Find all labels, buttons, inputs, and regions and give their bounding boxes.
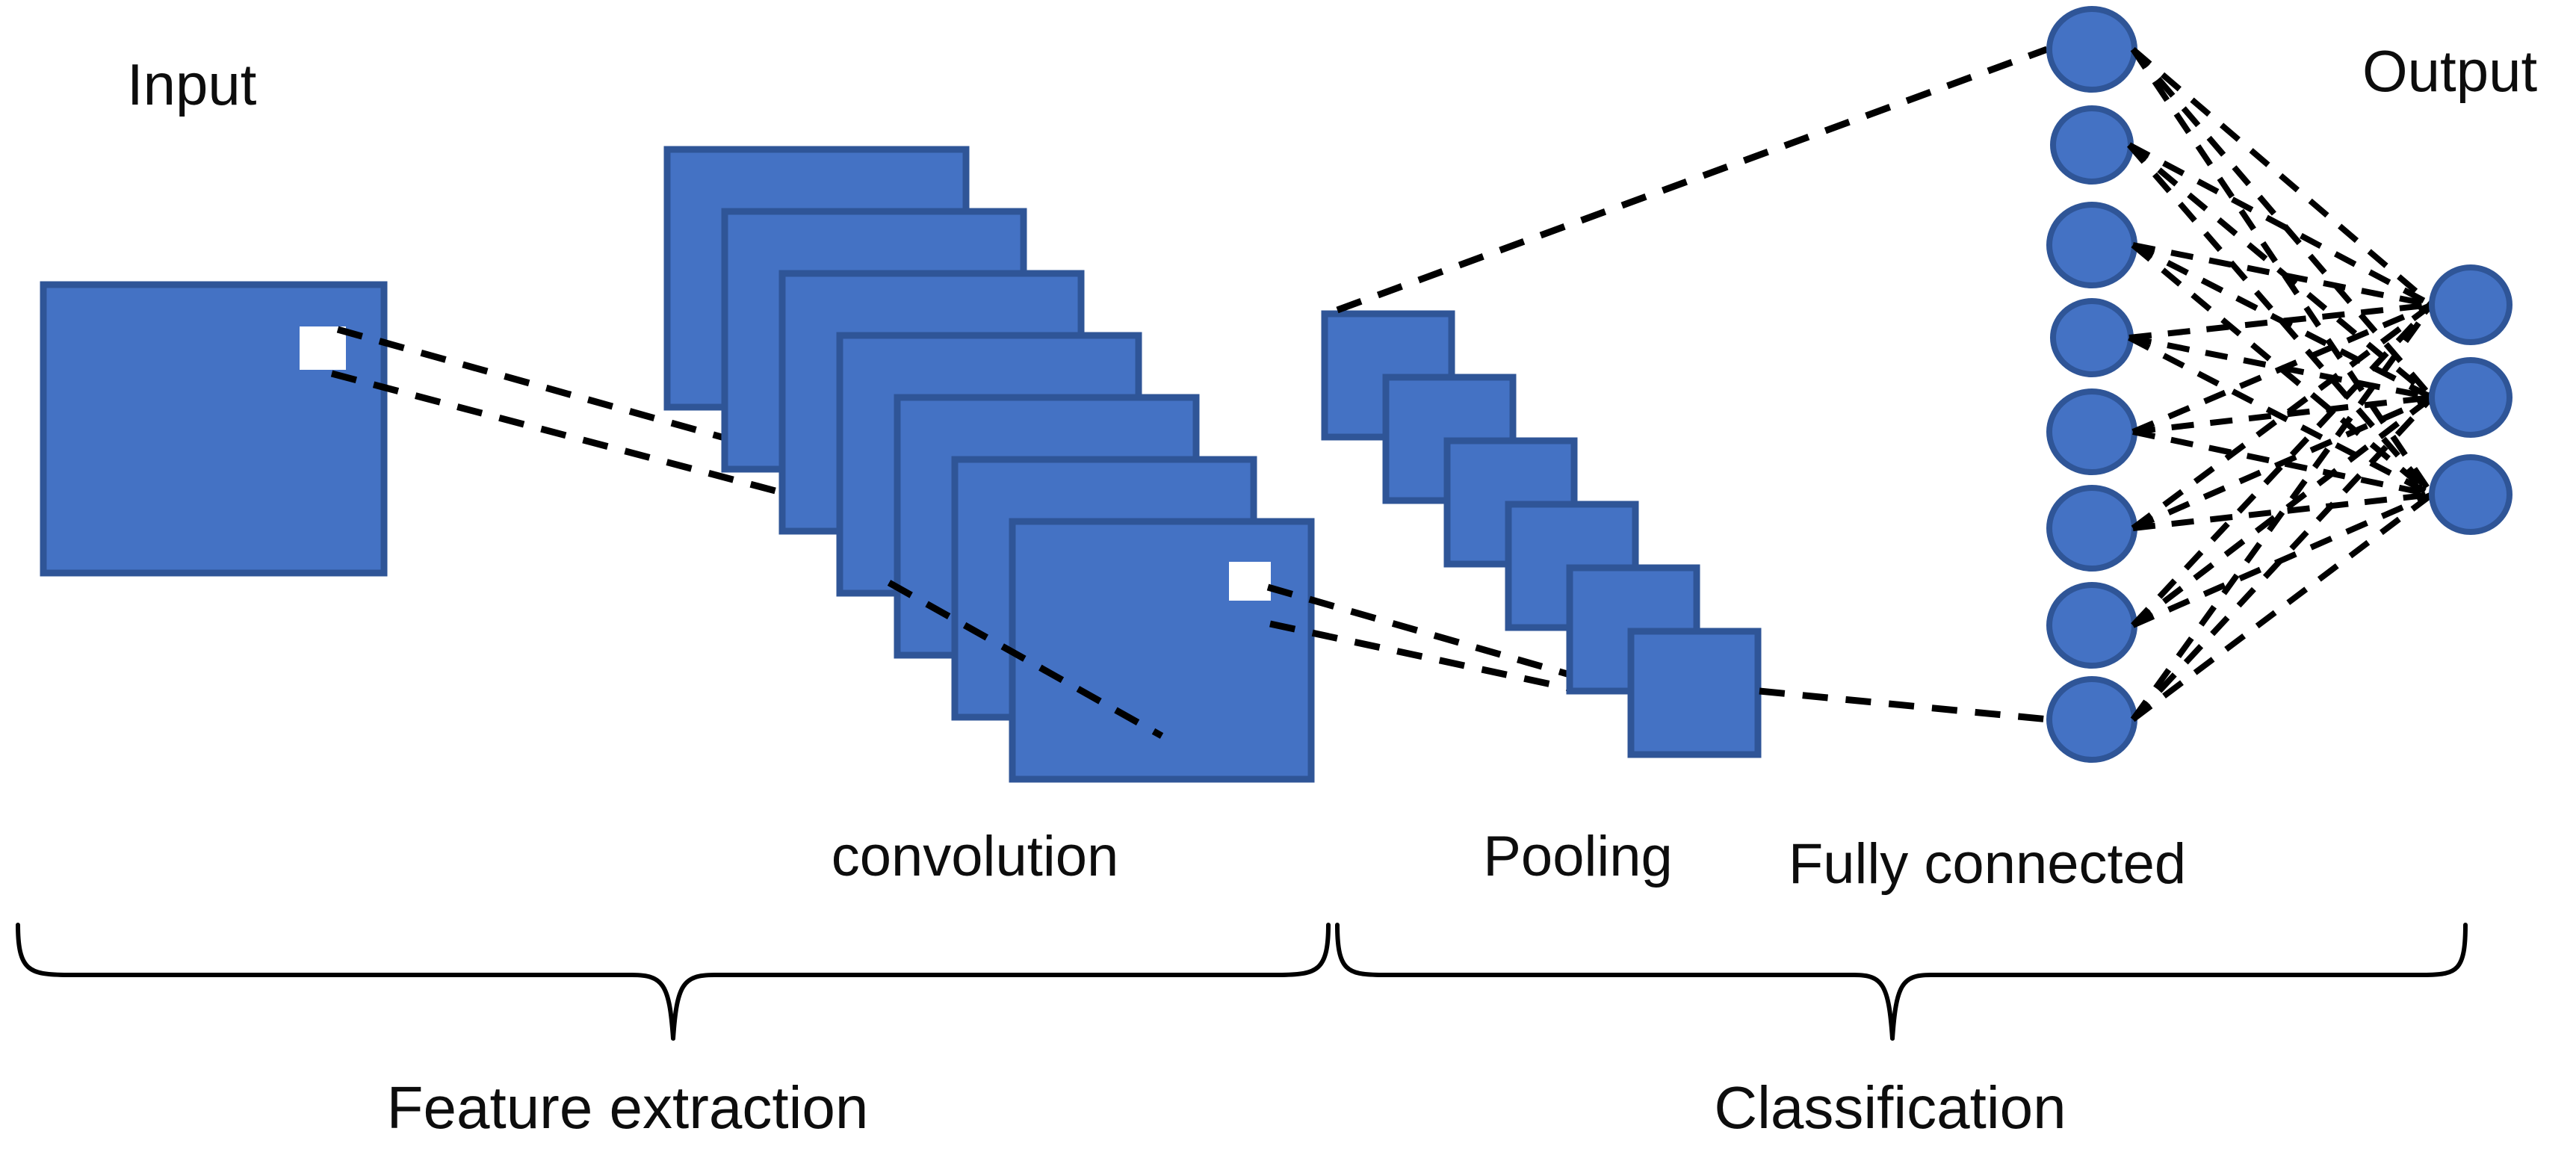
convolution-feature-map-7 (1009, 518, 1315, 783)
output-node-1 (2429, 264, 2512, 345)
connector-group-pooling-to-fully-connected (1336, 46, 2049, 723)
fully-connected-node-1 (2046, 6, 2137, 93)
connector-fc5-out1 (2131, 302, 2433, 435)
layer-input (40, 281, 388, 577)
connector-convolution-to-pooling-upper (1266, 583, 1576, 680)
connector-group-convolution-to-pooling (1266, 583, 1583, 695)
label-feature-extraction: Feature extraction (387, 1074, 869, 1141)
brace-classification (1335, 923, 2468, 1041)
connector-group-fully-connected-to-output (2126, 46, 2435, 722)
connector-fc5-out3 (2132, 429, 2433, 498)
fully-connected-node-7 (2046, 582, 2137, 669)
output-node-3 (2429, 454, 2512, 535)
connector-fc7-out2 (2131, 394, 2434, 628)
connector-pooling-to-fc-bottom (1759, 687, 2049, 723)
connector-fc1-out1 (2131, 46, 2434, 308)
connector-fc4-out2 (2128, 335, 2433, 400)
fully-connected-node-6 (2046, 485, 2137, 572)
connector-fc8-out1 (2130, 303, 2435, 722)
layer-fully-connected (2046, 6, 2137, 763)
fully-connected-node-5 (2046, 388, 2137, 475)
fully-connected-node-3 (2046, 202, 2137, 288)
layer-output (2429, 264, 2512, 535)
brace-feature-extraction-path (16, 923, 1331, 1041)
convolution-inner-guide-line (887, 580, 1164, 739)
connector-pooling-to-fc-top (1336, 46, 2049, 314)
fully-connected-node-2 (2050, 105, 2134, 185)
connector-fc8-out2 (2131, 395, 2434, 722)
output-node-2 (2429, 357, 2512, 438)
label-fully-connected: Fully connected (1789, 832, 2186, 896)
brace-feature-extraction (16, 923, 1331, 1041)
connector-fc7-out1 (2131, 303, 2434, 628)
connector-fc6-out2 (2131, 394, 2433, 531)
connector-fc4-out3 (2128, 335, 2433, 498)
layer-pooling (1321, 310, 1762, 758)
label-input: Input (127, 52, 257, 117)
connector-fc2-out1 (2128, 142, 2433, 308)
connector-fc6-out3 (2132, 492, 2433, 531)
connector-fc1-out3 (2130, 47, 2435, 497)
pooling-feature-map-6 (1627, 628, 1762, 758)
label-pooling: Pooling (1483, 825, 1673, 888)
connector-fc3-out1 (2132, 242, 2433, 308)
convolution-receptive-field-patch (1229, 562, 1271, 601)
label-convolution: convolution (832, 825, 1119, 888)
layer-convolution (663, 146, 1315, 783)
connector-fc4-out1 (2128, 302, 2433, 341)
connector-fc6-out1 (2131, 302, 2434, 531)
label-classification: Classification (1714, 1074, 2066, 1141)
connector-convolution-to-pooling-lower (1269, 620, 1583, 695)
brace-classification-path (1335, 923, 2468, 1041)
connector-fc8-out3 (2131, 492, 2434, 722)
fully-connected-node-4 (2050, 298, 2134, 377)
label-output: Output (2362, 38, 2537, 104)
connector-fc7-out3 (2131, 492, 2433, 628)
fully-connected-node-8 (2046, 676, 2137, 763)
connector-fc5-out2 (2132, 394, 2433, 435)
input-receptive-field-patch (300, 326, 346, 370)
